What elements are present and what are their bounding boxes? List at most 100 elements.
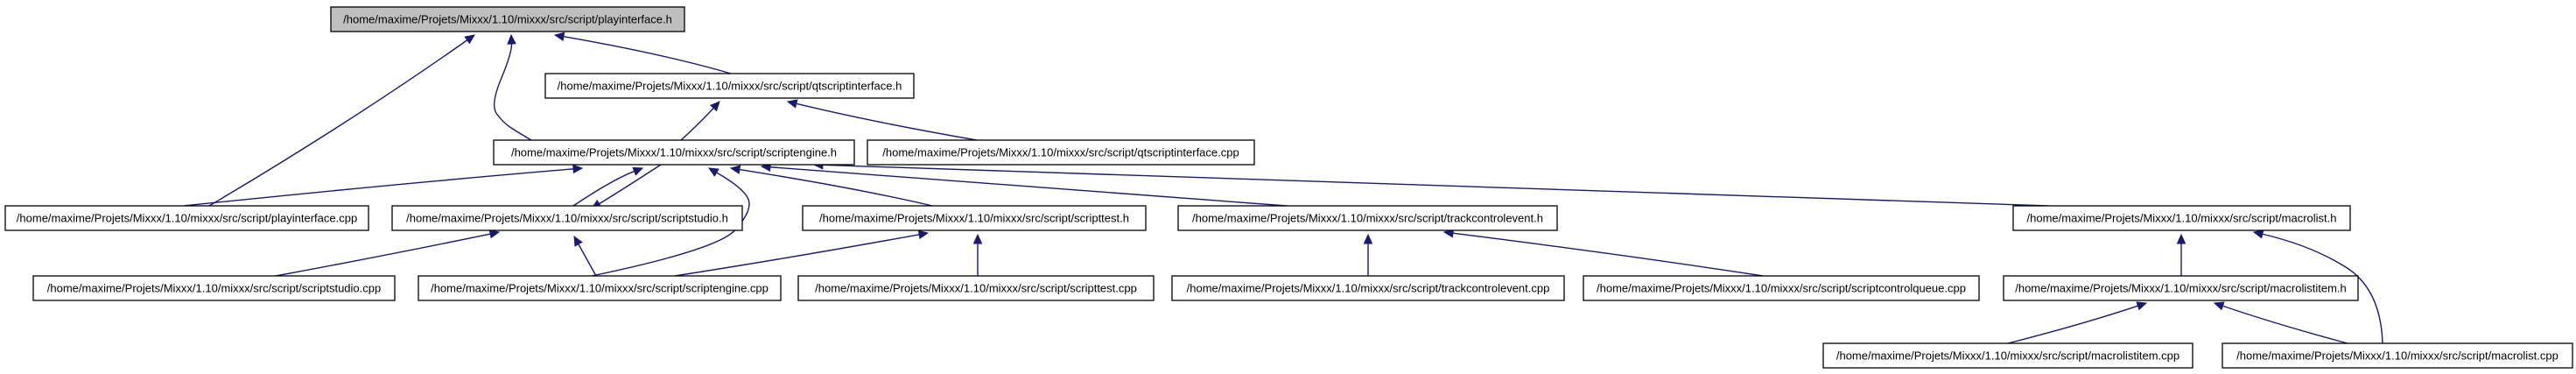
node-label: /home/maxime/Projets/Mixxx/1.10/mixxx/sr…: [431, 282, 769, 295]
node-scriptstudio-h[interactable]: /home/maxime/Projets/Mixxx/1.10/mixxx/sr…: [391, 205, 743, 231]
edge-line: [822, 164, 2049, 207]
node-label: /home/maxime/Projets/Mixxx/1.10/mixxx/sr…: [2236, 349, 2558, 363]
node-label: /home/maxime/Projets/Mixxx/1.10/mixxx/sr…: [819, 212, 1129, 225]
edge-trackcontrolevent-h-to-scriptengine-h: [760, 162, 1288, 207]
edge-line: [674, 234, 920, 277]
edge-line: [275, 233, 491, 277]
node-scriptcontrolqueue-cpp[interactable]: /home/maxime/Projets/Mixxx/1.10/mixxx/sr…: [1583, 275, 1980, 301]
arrowhead: [707, 167, 719, 177]
edge-line: [2007, 305, 2138, 344]
edge-playinterface-cpp-to-scriptengine-h: [183, 164, 584, 207]
node-box: [1583, 275, 1980, 301]
node-box: [1171, 275, 1565, 301]
node-box: [493, 139, 855, 166]
node-label: /home/maxime/Projets/Mixxx/1.10/mixxx/sr…: [1192, 212, 1543, 225]
edge-line: [2262, 233, 2383, 344]
arrowhead: [572, 164, 584, 174]
edge-line: [680, 107, 714, 141]
node-macrolistitem-cpp[interactable]: /home/maxime/Projets/Mixxx/1.10/mixxx/sr…: [1822, 342, 2193, 369]
node-trackcontrolevent-h[interactable]: /home/maxime/Projets/Mixxx/1.10/mixxx/sr…: [1177, 205, 1558, 231]
node-box: [1177, 205, 1558, 231]
node-box: [797, 275, 1155, 301]
arrowhead: [573, 235, 583, 247]
node-label: /home/maxime/Projets/Mixxx/1.10/mixxx/sr…: [406, 212, 728, 225]
edge-scriptcontrolqueue-cpp-to-trackcontrolevent-h: [1442, 229, 1764, 277]
edge-trackcontrolevent-cpp-to-trackcontrolevent-h: [1363, 233, 1373, 276]
node-label: /home/maxime/Projets/Mixxx/1.10/mixxx/sr…: [1597, 282, 1966, 295]
arrowhead: [709, 101, 720, 112]
edge-line: [578, 243, 597, 277]
edge-macrolistitem-cpp-to-macrolistitem-h: [2007, 301, 2148, 344]
edge-macrolistitem-h-to-macrolist-h: [2176, 233, 2186, 277]
node-box: [544, 73, 915, 99]
node-trackcontrolevent-cpp[interactable]: /home/maxime/Projets/Mixxx/1.10/mixxx/sr…: [1171, 275, 1565, 301]
edge-line: [493, 43, 532, 141]
node-scriptengine-cpp[interactable]: /home/maxime/Projets/Mixxx/1.10/mixxx/sr…: [418, 275, 782, 301]
edge-line: [796, 102, 978, 141]
node-box: [2003, 275, 2359, 301]
node-scripttest-h[interactable]: /home/maxime/Projets/Mixxx/1.10/mixxx/sr…: [802, 205, 1147, 231]
node-scriptengine-h[interactable]: /home/maxime/Projets/Mixxx/1.10/mixxx/sr…: [493, 139, 855, 166]
arrowhead: [2136, 301, 2148, 311]
node-box: [1822, 342, 2193, 369]
node-label: /home/maxime/Projets/Mixxx/1.10/mixxx/sr…: [815, 282, 1137, 295]
node-scriptstudio-cpp[interactable]: /home/maxime/Projets/Mixxx/1.10/mixxx/sr…: [32, 275, 396, 301]
node-box: [4, 205, 369, 231]
arrowhead: [917, 229, 930, 240]
arrowhead: [488, 229, 501, 239]
arrowhead: [972, 233, 983, 244]
node-label: /home/maxime/Projets/Mixxx/1.10/mixxx/sr…: [47, 282, 381, 295]
edges-layer: [183, 32, 2383, 344]
arrowhead: [464, 34, 476, 45]
edge-qtscriptinterface-h-to-playinterface-h: [553, 32, 732, 74]
node-scripttest-cpp[interactable]: /home/maxime/Projets/Mixxx/1.10/mixxx/sr…: [797, 275, 1155, 301]
node-macrolist-h[interactable]: /home/maxime/Projets/Mixxx/1.10/mixxx/sr…: [2012, 205, 2351, 231]
edge-scriptengine-cpp-to-scriptstudio-h: [573, 235, 597, 277]
node-qtscriptinterface-h[interactable]: /home/maxime/Projets/Mixxx/1.10/mixxx/sr…: [544, 73, 915, 99]
arrowhead: [729, 165, 741, 174]
node-qtscriptinterface-cpp[interactable]: /home/maxime/Projets/Mixxx/1.10/mixxx/sr…: [867, 139, 1255, 166]
node-macrolistitem-h[interactable]: /home/maxime/Projets/Mixxx/1.10/mixxx/sr…: [2003, 275, 2359, 301]
edge-scriptstudio-h-to-scriptengine-h: [572, 166, 644, 207]
node-label: /home/maxime/Projets/Mixxx/1.10/mixxx/sr…: [558, 80, 902, 93]
arrowhead: [2252, 229, 2264, 239]
edge-scripttest-h-to-scriptengine-h: [729, 165, 933, 207]
edge-line: [2222, 305, 2348, 344]
node-label: /home/maxime/Projets/Mixxx/1.10/mixxx/sr…: [511, 146, 837, 159]
node-box: [391, 205, 743, 231]
arrowhead: [632, 166, 644, 176]
node-box: [32, 275, 396, 301]
node-label: /home/maxime/Projets/Mixxx/1.10/mixxx/sr…: [17, 212, 357, 225]
edge-scripttest-cpp-to-scripttest-h: [972, 233, 983, 276]
edge-qtscriptinterface-cpp-to-qtscriptinterface-h: [786, 99, 978, 141]
node-label: /home/maxime/Projets/Mixxx/1.10/mixxx/sr…: [2015, 282, 2347, 295]
node-label: /home/maxime/Projets/Mixxx/1.10/mixxx/sr…: [2027, 212, 2337, 225]
edge-macrolist-h-to-scriptengine-h: [812, 160, 2049, 207]
node-box: [418, 275, 782, 301]
arrowhead: [786, 99, 798, 109]
node-box: [2012, 205, 2351, 231]
edge-scriptstudio-cpp-to-scriptstudio-h: [275, 229, 501, 277]
node-playinterface-h[interactable]: /home/maxime/Projets/Mixxx/1.10/mixxx/sr…: [330, 6, 685, 32]
node-box: [330, 6, 685, 32]
arrowhead: [2176, 233, 2186, 244]
edge-scriptengine-h-to-playinterface-h: [493, 33, 532, 141]
node-playinterface-cpp[interactable]: /home/maxime/Projets/Mixxx/1.10/mixxx/sr…: [4, 205, 369, 231]
node-label: /home/maxime/Projets/Mixxx/1.10/mixxx/sr…: [1836, 349, 2179, 363]
node-label: /home/maxime/Projets/Mixxx/1.10/mixxx/sr…: [882, 146, 1239, 159]
nodes-layer: /home/maxime/Projets/Mixxx/1.10/mixxx/sr…: [4, 6, 2573, 369]
edge-line: [599, 164, 662, 205]
edge-playinterface-cpp-to-playinterface-h: [208, 34, 476, 207]
arrowhead: [507, 33, 516, 45]
arrowhead: [2213, 301, 2225, 311]
edge-scriptengine-h-to-qtscriptinterface-h: [680, 101, 720, 141]
arrowhead: [553, 32, 565, 42]
node-macrolist-cpp[interactable]: /home/maxime/Projets/Mixxx/1.10/mixxx/sr…: [2222, 342, 2573, 369]
node-label: /home/maxime/Projets/Mixxx/1.10/mixxx/sr…: [1187, 282, 1550, 295]
edge-line: [739, 168, 933, 207]
edge-macrolist-cpp-to-macrolist-h: [2252, 229, 2383, 344]
arrowhead: [1363, 233, 1373, 244]
node-box: [802, 205, 1147, 231]
node-label: /home/maxime/Projets/Mixxx/1.10/mixxx/sr…: [343, 13, 672, 26]
